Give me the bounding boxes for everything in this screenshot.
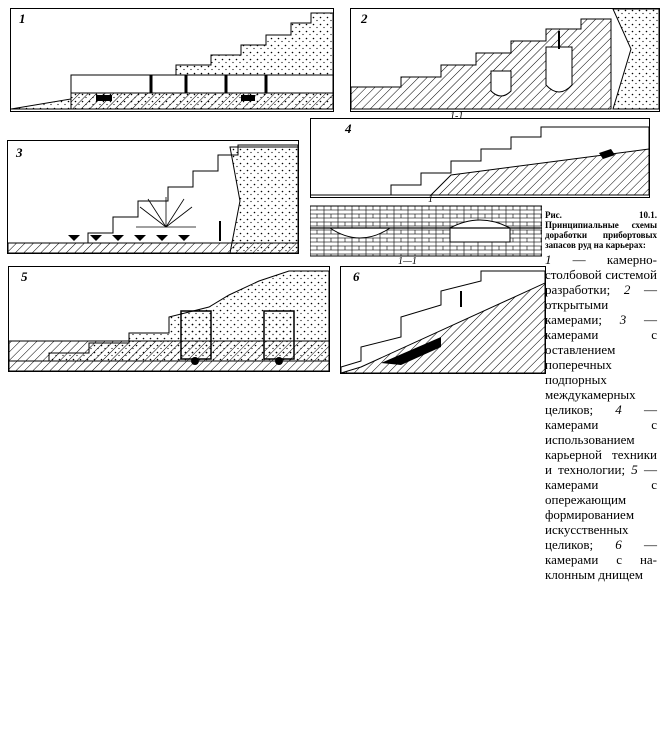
- caption-heading: Рис. 10.1. Принципиальные схемы доработк…: [545, 210, 657, 250]
- panel-2-label: 2: [361, 11, 368, 26]
- figure-panel-1: 1: [10, 8, 334, 112]
- section-label-1-1: 1-1: [450, 111, 464, 122]
- plan-view-drawing: [309, 205, 543, 257]
- figure-caption: Рис. 10.1. Принципиальные схемы доработк…: [545, 210, 657, 582]
- caption-item-4-text: — камерами с использованием карьерной те…: [545, 402, 658, 477]
- plan-label-bottom: 1—1: [398, 256, 417, 267]
- caption-item-4-num: 4: [615, 402, 622, 417]
- panel-5-label: 5: [21, 269, 28, 284]
- caption-item-2-text: — открытыми камерами;: [545, 282, 657, 327]
- panel-4-label: 4: [345, 121, 352, 136]
- figure-panel-2: 2: [350, 8, 660, 112]
- figure-panel-4: 4: [310, 118, 650, 198]
- caption-item-3-num: 3: [619, 312, 627, 327]
- panel-6-label: 6: [353, 269, 360, 284]
- panel-4-drawing: [311, 126, 649, 196]
- panel-6-drawing: [341, 270, 545, 373]
- panel-3-label: 3: [16, 145, 23, 160]
- figure-panel-6: 6: [340, 266, 546, 374]
- caption-item-5-num: 5: [631, 462, 638, 477]
- figure-panel-5: 5: [8, 266, 330, 372]
- caption-item-5-text: — камерами с опережающим формированием и…: [545, 462, 658, 552]
- figure-panel-3: 3: [7, 140, 299, 254]
- caption-item-1-text: — камерно-столбовой системой разработки;: [545, 252, 657, 297]
- caption-item-6-text: — камерами с на-клонным днищем: [545, 537, 658, 582]
- plan-label-top: 1: [428, 194, 433, 205]
- caption-item-6-num: 6: [615, 537, 622, 552]
- panel-2-drawing: [351, 9, 659, 110]
- caption-body: 1 — камерно-столбовой системой разработк…: [545, 252, 657, 582]
- caption-item-3-text: — камерами с оставлением поперечных подп…: [545, 312, 658, 417]
- panel-4-plan-view: 1 1—1: [309, 194, 543, 267]
- panel-5-drawing: [9, 270, 329, 371]
- caption-item-2-num: 2: [623, 282, 631, 297]
- panel-1-drawing: [11, 12, 333, 110]
- caption-item-1-num: 1: [545, 252, 552, 267]
- panel-3-drawing: [8, 144, 298, 253]
- panel-1-label: 1: [19, 11, 26, 26]
